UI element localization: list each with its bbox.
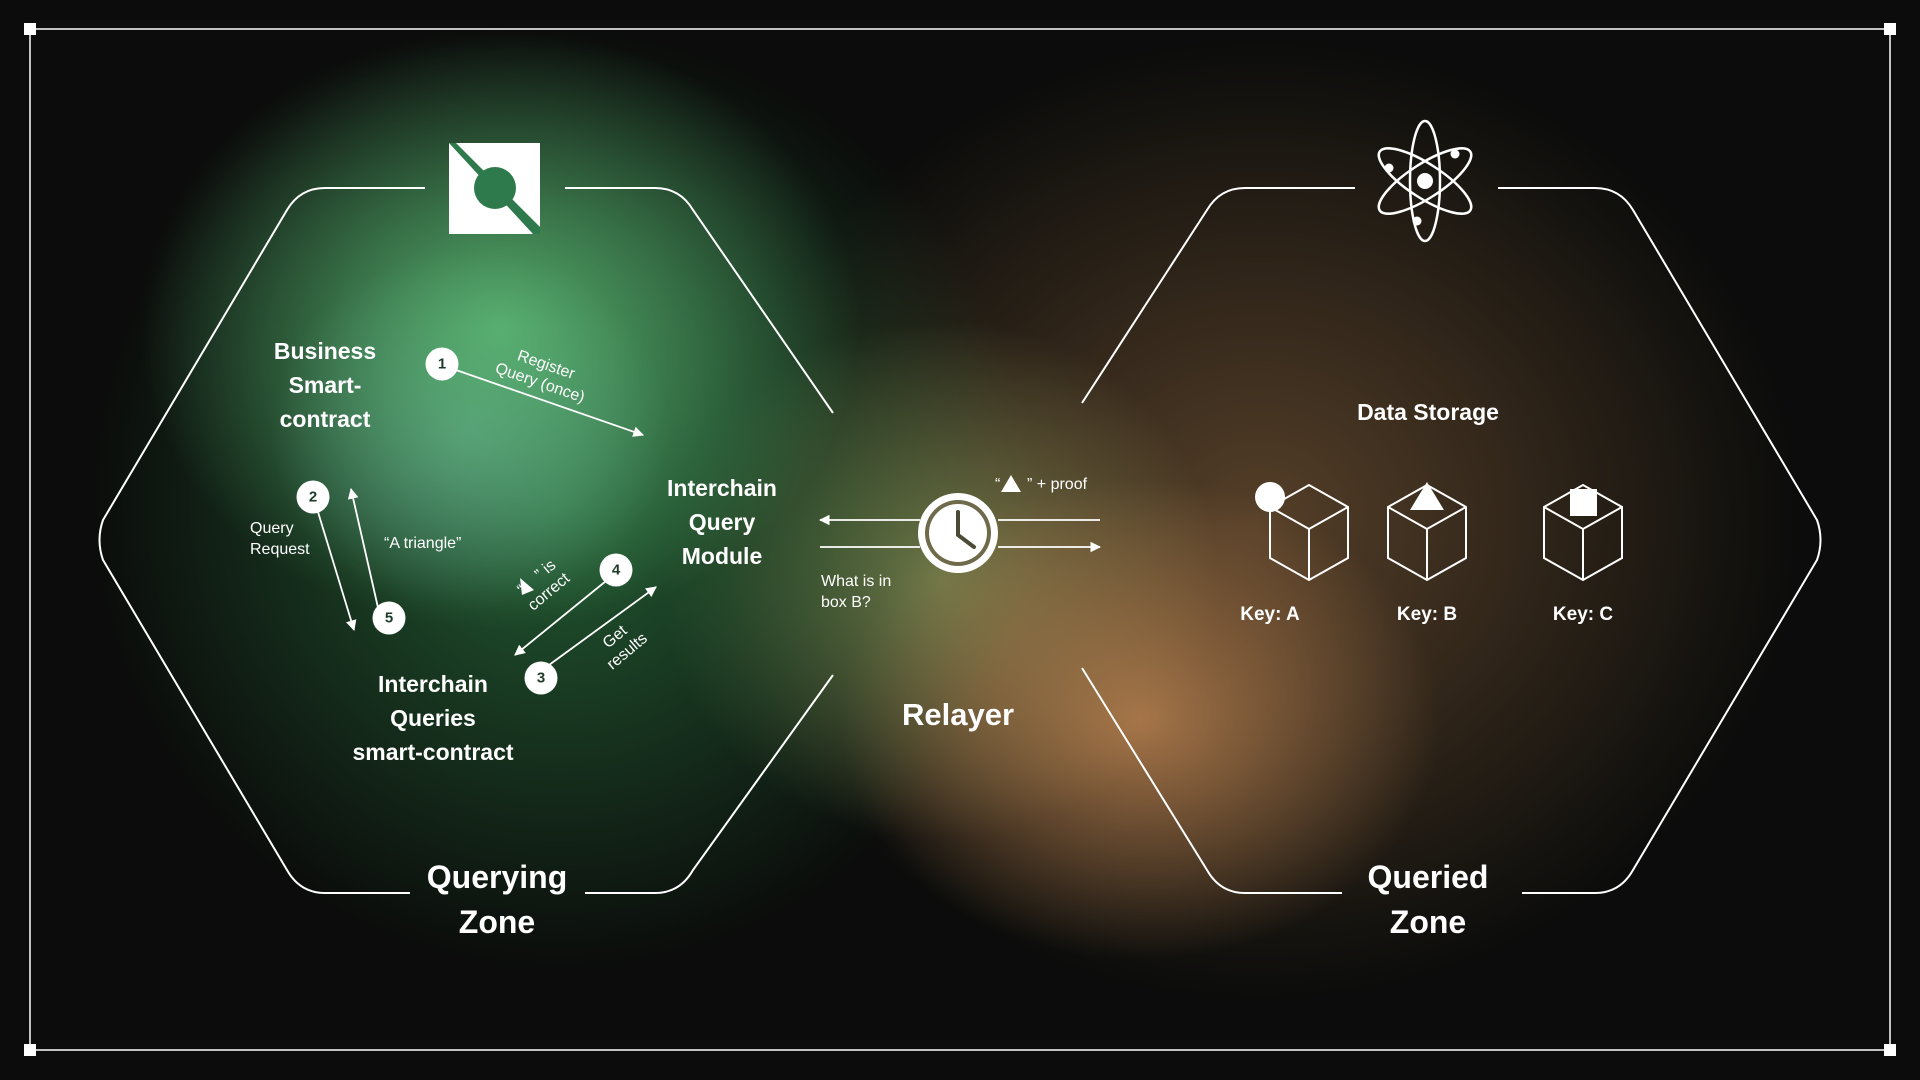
step2-label: Query Request (250, 518, 310, 560)
business-line-3: contract (279, 406, 371, 432)
querying-zone-title: Querying Zone (427, 855, 567, 945)
module-line-3: Module (681, 543, 763, 569)
queried-zone-title: Queried Zone (1368, 855, 1489, 945)
proof-open-quote: “ (995, 476, 1001, 493)
cube-icon-c (1543, 483, 1623, 582)
circle-shape-icon (1255, 482, 1285, 512)
relayer-question: What is in box B? (821, 571, 891, 613)
arrow-query-request (317, 511, 357, 632)
step4-triangle-icon (520, 578, 534, 595)
queried-zone-title-line-1: Queried (1367, 859, 1489, 895)
step-badge-5: 5 (372, 601, 406, 635)
proof-label: “ ” + proof (995, 474, 1087, 495)
neutron-logo-icon (449, 143, 540, 234)
relayer-label: Relayer (901, 697, 1015, 732)
step-badge-2: 2 (296, 480, 330, 514)
querying-zone-hexagon (98, 187, 834, 894)
proof-triangle-icon (1001, 475, 1021, 492)
arrow-get-results (548, 586, 657, 666)
triangle-shape-icon (1410, 482, 1444, 510)
step5-label: “A triangle” (384, 535, 462, 552)
business-line-2: Smart- (288, 372, 362, 398)
business-smart-contract-label: Business Smart- contract (274, 334, 376, 436)
square-shape-icon (1570, 489, 1597, 516)
arrow-is-correct (514, 580, 607, 656)
module-line-2: Query (688, 509, 756, 535)
question-line-1: What is in (821, 573, 892, 590)
icq-line-3: smart-contract (352, 739, 514, 765)
outer-frame (24, 23, 1896, 1056)
cube-icon-a (1269, 483, 1349, 582)
step-badge-1: 1 (425, 347, 459, 381)
icq-line-2: Queries (390, 705, 476, 731)
relayer-arrows (818, 514, 1102, 553)
querying-zone-title-line-2: Zone (458, 904, 536, 940)
icq-line-1: Interchain (378, 671, 488, 697)
question-line-2: box B? (821, 594, 871, 611)
querying-zone-title-line-1: Querying (426, 859, 568, 895)
interchain-query-module-label: Interchain Query Module (667, 471, 777, 573)
key-c-label: Key: C (1552, 604, 1614, 625)
clock-icon (918, 493, 998, 573)
business-line-1: Business (273, 338, 377, 364)
step-arrows (317, 369, 657, 666)
arrow-register-query (455, 369, 645, 437)
queried-zone-hexagon (1081, 187, 1822, 894)
step2-label-line-2: Request (250, 541, 310, 558)
interchain-queries-contract-label: Interchain Queries smart-contract (352, 667, 513, 769)
data-storage-title: Data Storage (1357, 399, 1499, 425)
arrow-a-triangle (347, 487, 380, 613)
step-badge-3: 3 (524, 661, 558, 695)
cosmos-atom-icon (1377, 119, 1473, 243)
step2-label-line-1: Query (250, 520, 294, 537)
module-line-1: Interchain (667, 475, 777, 501)
queried-zone-title-line-2: Zone (1389, 904, 1467, 940)
step-badge-4: 4 (599, 553, 633, 587)
proof-close-quote: ” + proof (1027, 476, 1088, 493)
key-b-label: Key: B (1396, 604, 1458, 625)
key-a-label: Key: A (1240, 604, 1300, 625)
